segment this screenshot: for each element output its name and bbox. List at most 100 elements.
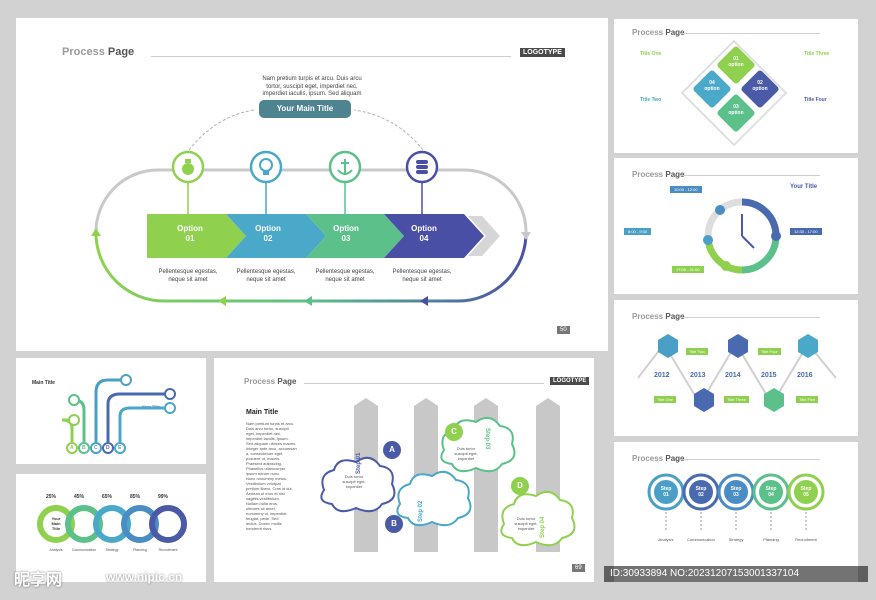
hex-node <box>798 334 818 358</box>
cloud-04 <box>500 490 576 547</box>
step-caption: Strategy <box>728 537 744 542</box>
option-number: 04 <box>419 234 429 243</box>
rings-graphic <box>37 505 187 543</box>
time-tag: 8:00 - 9:30 <box>624 228 652 235</box>
ring-caption: Strategy <box>105 548 119 552</box>
time-tag: 10:00 - 12:00 <box>670 186 702 193</box>
diamond-01 <box>717 46 755 84</box>
cloud-line: suscipit eget, <box>514 521 538 526</box>
clock-node <box>721 261 731 271</box>
clouds-main-title: Main Title <box>246 409 279 416</box>
step-caption: Recruitment <box>795 537 817 542</box>
chevron-1 <box>147 214 246 258</box>
body-line: Nunc nonummy metus. <box>246 476 288 481</box>
watermark-url: www.nipic.cn <box>106 570 183 584</box>
body-line: ultricies sit amet, <box>246 506 276 511</box>
option-number: 01 <box>185 234 195 243</box>
tree-branch <box>94 378 122 442</box>
money-bag-icon <box>182 159 194 175</box>
caption-line: neque sit amet <box>168 277 208 283</box>
header-bold: Page <box>665 312 685 321</box>
tree-branch <box>106 392 166 442</box>
body-line: Praesent adipiscing. <box>246 461 283 466</box>
tree-letter: D <box>106 445 110 451</box>
step-label-01: Step 01 <box>356 452 362 474</box>
body-line: lectus. Donec mollis <box>246 521 282 526</box>
caption-line: neque sit amet <box>246 277 286 283</box>
letter-badge-c <box>445 423 463 441</box>
watermark-brand: 昵享网 <box>14 572 63 589</box>
option-caption-3: Pellentesque egestas, neque sit amet <box>303 268 387 284</box>
ring <box>37 505 75 543</box>
title-tag: Title Two <box>686 348 708 355</box>
letter-badge-a <box>383 441 401 459</box>
option-word: Option <box>411 224 437 233</box>
cloud-line: Duis tortor <box>456 446 476 451</box>
ring-caption: Analysis <box>49 548 63 552</box>
caption-line: Pellentesque egestas, <box>315 269 375 275</box>
your-title: Your Title <box>790 184 818 190</box>
diamond-num: 02 <box>757 80 763 86</box>
logotype: LOGOTYPE <box>520 48 565 57</box>
header-bold: Page <box>665 454 685 463</box>
loop-arrowhead <box>521 232 531 240</box>
hex-node <box>694 388 714 412</box>
diamond-slide: Process Page Title One Title Two Title T… <box>614 19 858 153</box>
intro-text: Nam pretium turpis et arcu. Duis arcu to… <box>237 76 387 99</box>
ring <box>65 505 103 543</box>
option-connectors <box>187 178 423 214</box>
tree-branch <box>118 406 166 442</box>
clock-node <box>715 205 725 215</box>
diamond-num: 01 <box>733 56 739 62</box>
header-rule <box>680 33 820 34</box>
intro-line: Nam pretium turpis et arcu. Duis arcu <box>262 76 362 82</box>
body-line: eget, imperdiet nec, <box>246 431 282 436</box>
ring-caption: Communication <box>71 548 97 552</box>
body-line: Aenean ut eros et nisl <box>246 491 285 496</box>
year-2016: 2016 <box>797 372 813 379</box>
header-bold: Page <box>665 170 685 179</box>
option-word: Option <box>177 224 203 233</box>
body-line: feugiat, pede. Sed <box>246 516 279 521</box>
year-2013: 2013 <box>690 372 706 379</box>
percent-label: 65% <box>102 494 113 500</box>
header-rule <box>680 459 820 460</box>
step-word: Step <box>800 486 812 492</box>
body-line: Phasellus ullamcorper <box>246 466 286 471</box>
diamond-03 <box>717 94 755 132</box>
tree-letter: C <box>94 445 98 451</box>
step-circle <box>759 480 783 504</box>
body-line: Nullam nulla eros, <box>246 501 279 506</box>
percent-label: 85% <box>130 494 141 500</box>
step-caption: Planning <box>763 537 779 542</box>
page-number: 50 <box>557 326 570 334</box>
step-word: Step <box>730 486 742 492</box>
diamond-num: 03 <box>733 104 739 110</box>
diamond-04 <box>693 70 731 108</box>
bottom-arrowhead <box>218 296 226 306</box>
step-label-03: Step 03 <box>484 428 490 450</box>
title-one: Title One <box>640 51 662 57</box>
body-line: a, consectetuer eget, <box>246 451 284 456</box>
letter-d: D <box>517 481 523 490</box>
bottom-arrowhead <box>420 296 428 306</box>
watermark-id: ID:30933894 NO:20231207153001337104 <box>604 566 868 582</box>
title-light: Process <box>244 377 276 386</box>
step-caption: Communication <box>687 537 715 542</box>
ring-caption: Planning <box>133 548 147 552</box>
step-circle <box>689 480 713 504</box>
intro-line: tortor, suscipit eget, imperdiet nec, <box>266 83 358 90</box>
steps-graphic <box>647 473 825 532</box>
timeline-graphic <box>637 334 837 412</box>
clock-slide: Process Page Your Title 10:00 - 12:00 8:… <box>614 158 858 294</box>
diamond-num: 04 <box>709 80 715 86</box>
letter-badge-d <box>511 477 529 495</box>
ring-center-label: Your Main Title <box>46 516 66 531</box>
dashed-arrow-right <box>353 109 424 151</box>
ring-caption: Recruitment <box>158 548 178 552</box>
title-rule <box>151 56 511 57</box>
